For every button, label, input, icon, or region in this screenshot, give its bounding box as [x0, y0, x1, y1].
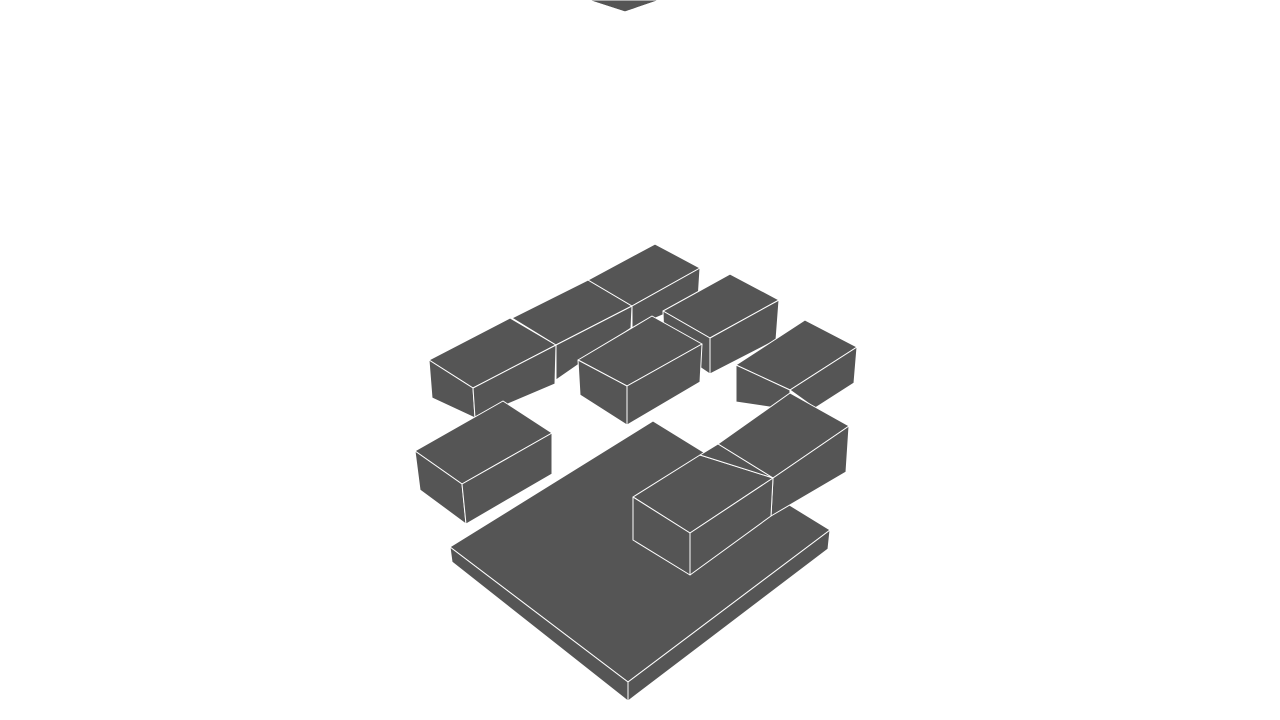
- block-front-center: [632, 443, 774, 576]
- block-back-3: [587, 243, 701, 329]
- falling-block: [587, 0, 661, 13]
- block-back-1: [428, 317, 557, 419]
- block-right-middle: [735, 319, 858, 411]
- block-center: [577, 315, 703, 426]
- block-left: [414, 400, 553, 525]
